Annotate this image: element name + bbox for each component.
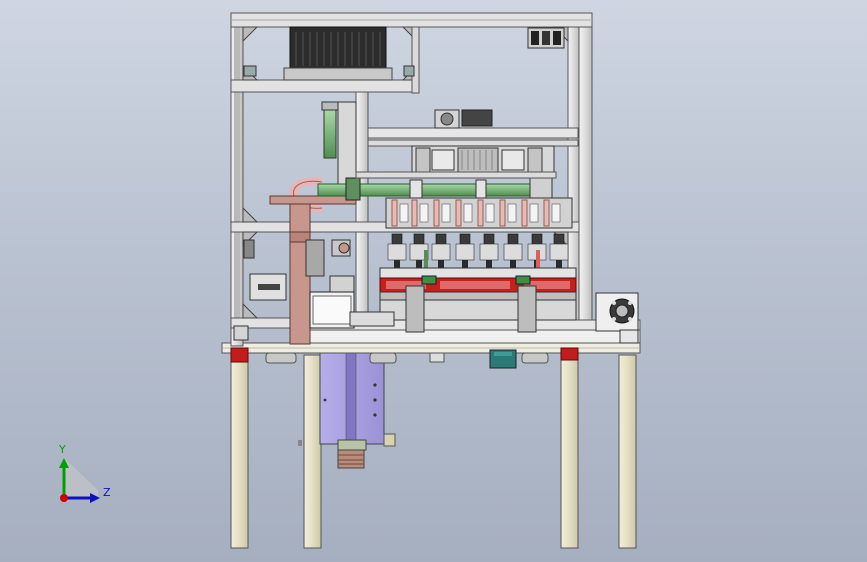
leg-mid-left (303, 354, 322, 549)
machine-legs (230, 354, 637, 549)
horizontal-slide-rod (317, 171, 557, 201)
leg-front-right (618, 354, 637, 549)
upper-cylinder-bank (411, 145, 555, 179)
z-axis-label: Z (103, 486, 111, 499)
x-axis-dot (60, 494, 68, 502)
vertical-cylinder (321, 101, 357, 193)
aluminum-frame (230, 12, 641, 347)
top-control-module (243, 26, 415, 81)
right-side-motor (595, 292, 639, 344)
lower-cylinder-housing (298, 351, 396, 469)
leg-front-left (230, 354, 249, 549)
table-top (221, 342, 641, 369)
mid-sensor (434, 109, 493, 129)
fixture-plate (379, 267, 577, 333)
left-control-units (233, 239, 395, 341)
gripper-array (385, 197, 573, 268)
y-axis-label: Y (59, 443, 66, 456)
leg-mid-right (560, 354, 579, 549)
top-relay-block (527, 27, 565, 49)
axis-triad (59, 458, 100, 503)
